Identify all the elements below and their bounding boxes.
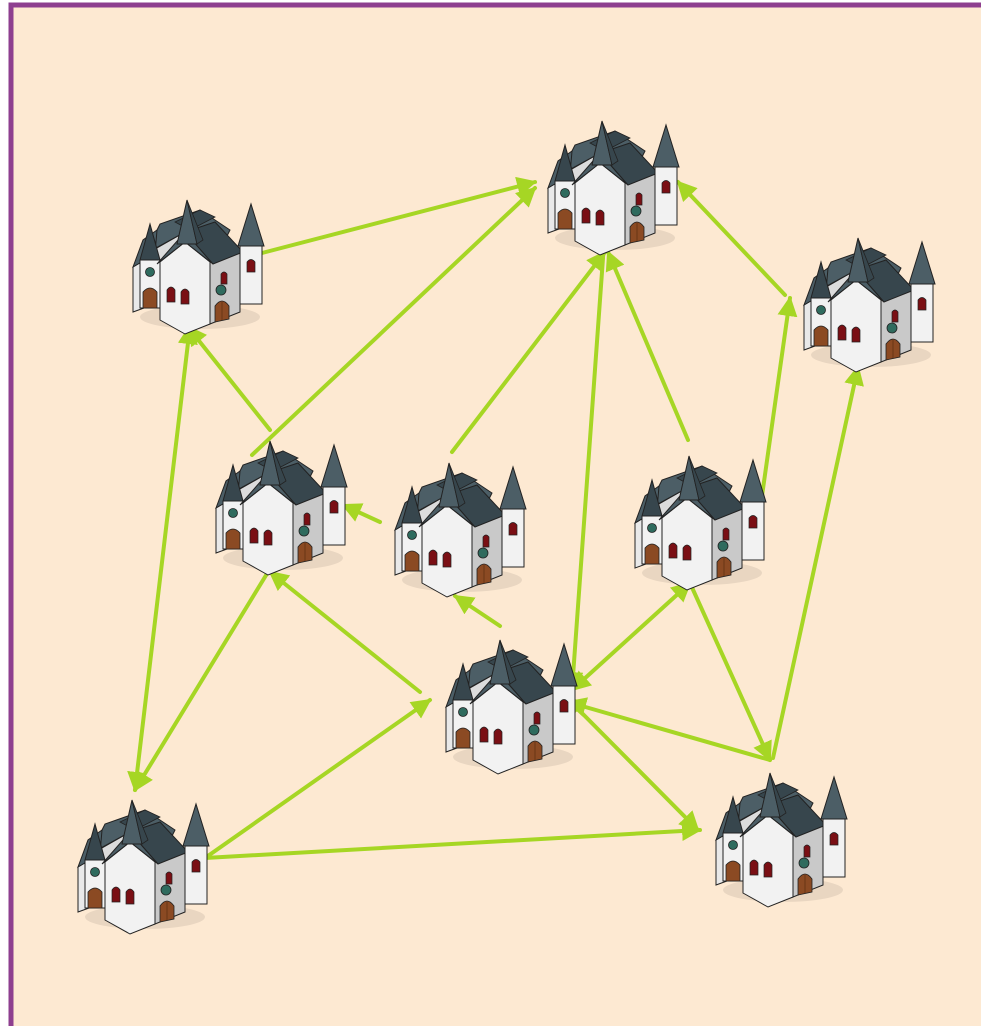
edge-n4-n1 [186, 325, 272, 432]
edge-n6-n9 [688, 581, 772, 762]
edge-n8-n7 [203, 698, 432, 860]
edge-n9-n3 [771, 365, 864, 760]
edge-n7-n5 [453, 594, 502, 628]
edge-n1-n2 [260, 176, 537, 255]
edge-n3-n2 [676, 180, 787, 297]
edge-n7-n6 [570, 581, 692, 692]
edge-n8-n1 [127, 324, 198, 792]
edge-n8-n10 [203, 821, 702, 860]
edge-n6-n3 [758, 296, 798, 512]
edge-n4-n8 [133, 570, 270, 792]
edge-n7-n4 [268, 570, 422, 694]
edge-n7-n10 [564, 695, 700, 832]
edge-n4-n2 [250, 186, 537, 457]
edge-n9-n7 [566, 697, 772, 762]
edge-n5-n2 [450, 250, 607, 454]
edge-n6-n2 [605, 250, 690, 442]
edge-n5-n4 [341, 503, 382, 524]
edge-layer [127, 176, 864, 860]
